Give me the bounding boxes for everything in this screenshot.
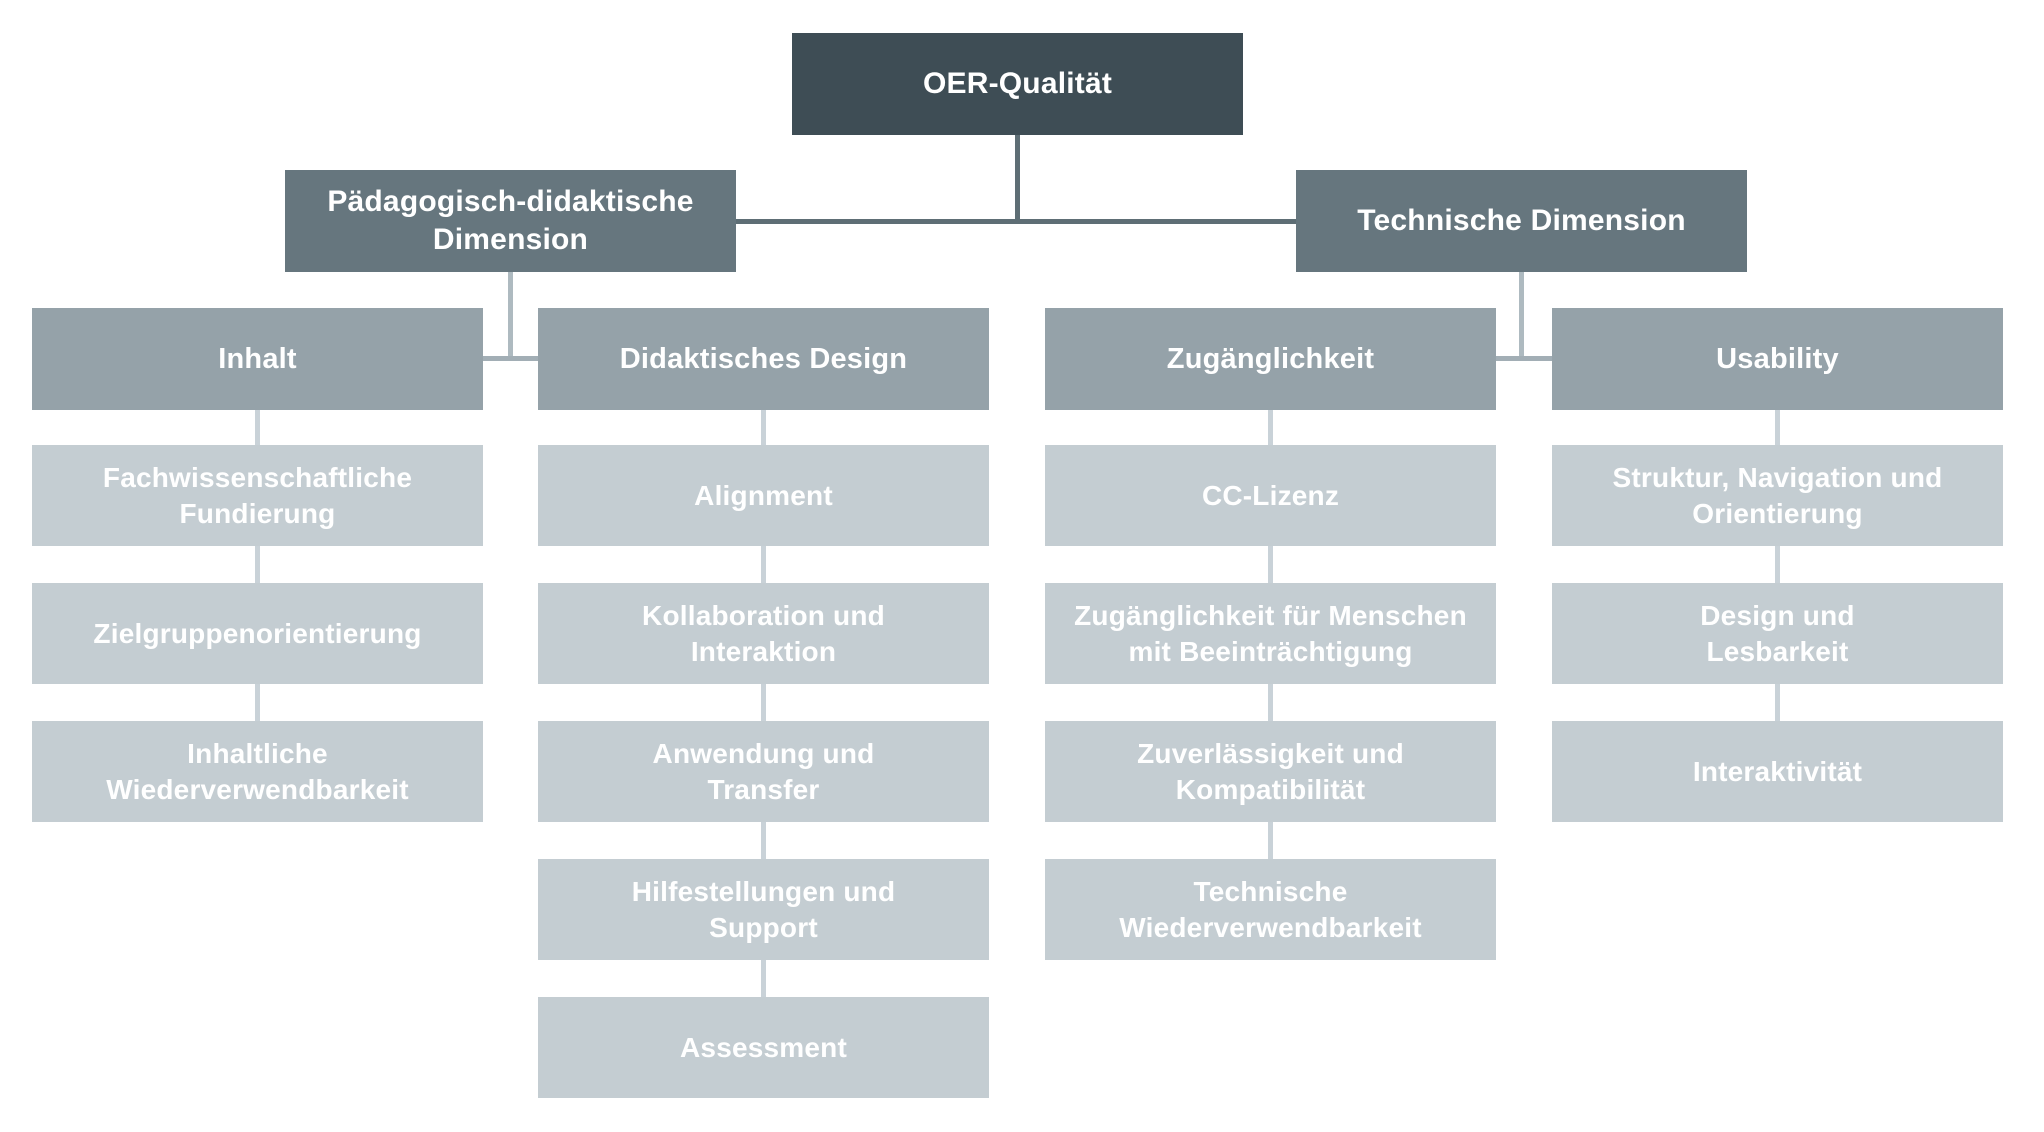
connector-zugaenglichkeit-usability-bridge bbox=[1496, 356, 1552, 361]
node-assessment: Assessment bbox=[538, 997, 989, 1098]
node-technische-wiederverwendbarkeit: Technische Wiederverwendbarkeit bbox=[1045, 859, 1496, 960]
connector-technisch-vertical bbox=[1519, 271, 1524, 361]
node-usability: Usability bbox=[1552, 308, 2003, 410]
node-paedagogisch-didaktische-dimension: Pädagogisch-didaktische Dimension bbox=[285, 170, 736, 272]
connector-didaktisches-3 bbox=[761, 684, 766, 721]
connector-zugaenglichkeit-4 bbox=[1268, 822, 1273, 859]
connector-usability-2 bbox=[1775, 546, 1780, 583]
node-struktur-navigation-orientierung: Struktur, Navigation und Orientierung bbox=[1552, 445, 2003, 546]
node-zuverlaessigkeit-und-kompatibilitaet: Zuverlässigkeit und Kompatibilität bbox=[1045, 721, 1496, 822]
node-kollaboration-und-interaktion: Kollaboration und Interaktion bbox=[538, 583, 989, 684]
connector-didaktisches-2 bbox=[761, 546, 766, 583]
connector-usability-3 bbox=[1775, 684, 1780, 721]
connector-paedagogisch-vertical bbox=[508, 271, 513, 361]
node-cc-lizenz: CC-Lizenz bbox=[1045, 445, 1496, 546]
connector-didaktisches-1 bbox=[761, 410, 766, 445]
node-alignment: Alignment bbox=[538, 445, 989, 546]
node-technische-dimension: Technische Dimension bbox=[1296, 170, 1747, 272]
node-zugaenglichkeit-fuer-menschen: Zugänglichkeit für Menschen mit Beeinträ… bbox=[1045, 583, 1496, 684]
node-oer-qualitaet: OER-Qualität bbox=[792, 33, 1243, 135]
node-hilfestellungen-und-support: Hilfestellungen und Support bbox=[538, 859, 989, 960]
connector-zugaenglichkeit-3 bbox=[1268, 684, 1273, 721]
connector-inhalt-3 bbox=[255, 684, 260, 721]
connector-didaktisches-4 bbox=[761, 822, 766, 859]
node-fachwissenschaftliche-fundierung: Fachwissenschaftliche Fundierung bbox=[32, 445, 483, 546]
node-zugaenglichkeit: Zugänglichkeit bbox=[1045, 308, 1496, 410]
connector-zugaenglichkeit-2 bbox=[1268, 546, 1273, 583]
node-design-und-lesbarkeit: Design und Lesbarkeit bbox=[1552, 583, 2003, 684]
node-didaktisches-design: Didaktisches Design bbox=[538, 308, 989, 410]
connector-inhalt-1 bbox=[255, 410, 260, 445]
connector-zugaenglichkeit-1 bbox=[1268, 410, 1273, 445]
connector-root-vertical bbox=[1015, 135, 1020, 224]
node-inhalt: Inhalt bbox=[32, 308, 483, 410]
connector-didaktisches-5 bbox=[761, 960, 766, 997]
connector-root-horizontal bbox=[736, 219, 1298, 224]
connector-inhalt-didaktisches-bridge bbox=[483, 356, 538, 361]
node-inhaltliche-wiederverwendbarkeit: Inhaltliche Wiederverwendbarkeit bbox=[32, 721, 483, 822]
node-zielgruppenorientierung: Zielgruppenorientierung bbox=[32, 583, 483, 684]
connector-inhalt-2 bbox=[255, 546, 260, 583]
node-anwendung-und-transfer: Anwendung und Transfer bbox=[538, 721, 989, 822]
connector-usability-1 bbox=[1775, 410, 1780, 445]
node-interaktivitaet: Interaktivität bbox=[1552, 721, 2003, 822]
